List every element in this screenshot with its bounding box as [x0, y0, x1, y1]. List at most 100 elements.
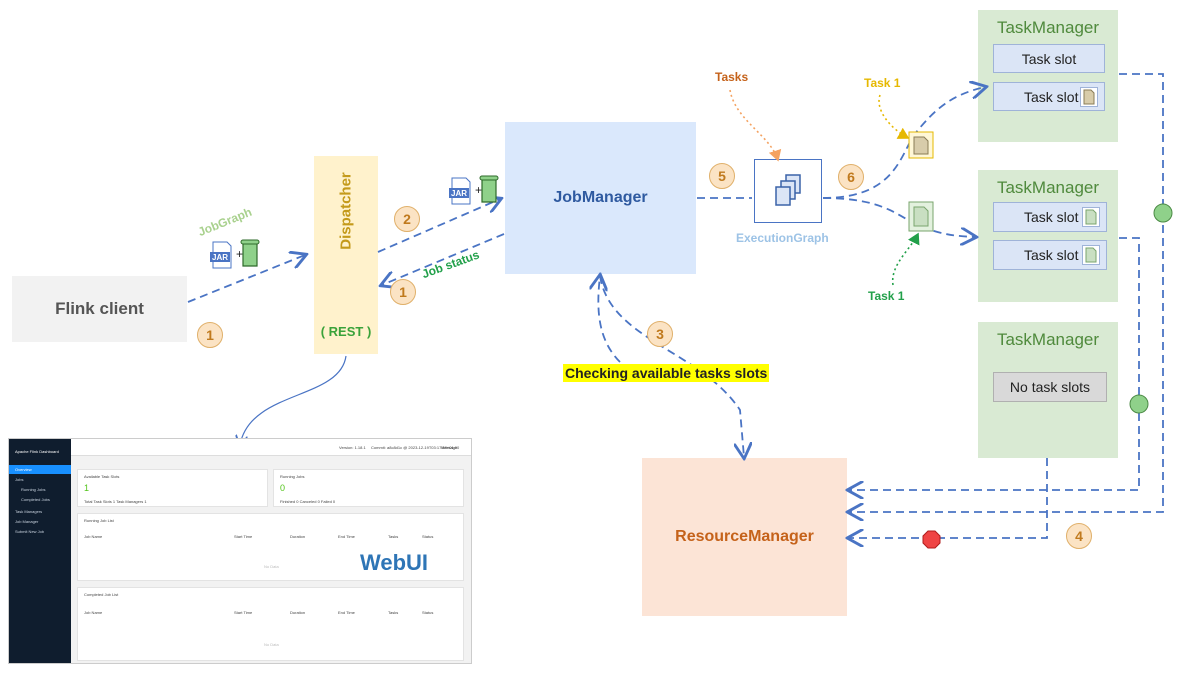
taskmanager-2-slot-1: Task slot — [993, 202, 1107, 232]
arrow-dispatcher-to-jobmanager — [377, 199, 500, 253]
checking-slots-label: Checking available tasks slots — [563, 364, 770, 382]
tasks-label: Tasks — [715, 70, 749, 84]
slot-label: No task slots — [1009, 379, 1091, 395]
webui-nav-submit-job: Submit New Job — [15, 529, 45, 534]
arrow-tm3-to-rm — [849, 458, 1048, 538]
webui-no-data: No Data — [264, 642, 279, 647]
task1-top-label: Task 1 — [864, 76, 901, 90]
webui-running-jobs-card: Running Jobs 0 Finished 0 Canceled 0 Fai… — [273, 469, 464, 507]
step-badge-5: 5 — [709, 163, 735, 189]
heartbeat-circle-2 — [1129, 394, 1149, 414]
task-document-icon — [1080, 87, 1098, 107]
resourcemanager-label: ResourceManager — [675, 528, 814, 545]
jar-jobgraph-icon-right: JAR + — [449, 175, 499, 205]
taskmanager-2: TaskManager Task slot Task slot — [978, 170, 1118, 302]
webui-nav-job-manager: Job Manager — [15, 519, 39, 524]
stacked-documents-icon — [775, 174, 801, 206]
taskmanager-3: TaskManager No task slots — [978, 322, 1118, 458]
webui-running-jobs-footer: Finished 0 Canceled 0 Failed 0 — [280, 499, 336, 504]
arrow-tm1-to-rm — [849, 73, 1164, 512]
webui-commit: Commit: a8c8d1c @ 2023-12-19T03:17:58+01… — [371, 445, 460, 450]
flink-client-box: Flink client — [12, 276, 187, 342]
step-badge-4: 4 — [1066, 523, 1092, 549]
task-document-icon — [1082, 245, 1100, 265]
execution-graph-icon — [754, 159, 822, 223]
webui-message: Message — [441, 445, 458, 450]
taskmanager-2-slot-2: Task slot — [993, 240, 1107, 270]
webui-col-tasks: Tasks — [388, 610, 399, 615]
task-document-icon — [1082, 207, 1100, 227]
floating-task-doc-yellow — [908, 131, 934, 159]
webui-nav-running-jobs: Running Jobs — [21, 487, 46, 492]
webui-sidebar: Apache Flink Dashboard Overview Jobs Run… — [9, 439, 71, 663]
arrow-jm-rm-bidirectional — [599, 275, 744, 457]
dispatcher-rest-label: ( REST ) — [320, 324, 372, 339]
webui-available-slots-card: Available Task Slots 1 Total Task Slots … — [77, 469, 268, 507]
arrow-tm2-to-rm — [849, 237, 1140, 490]
webui-col-job-name: Job Name — [84, 534, 103, 539]
step-badge-6: 6 — [838, 164, 864, 190]
webui-nav-overview: Overview — [9, 465, 71, 474]
webui-nav-task-managers: Task Managers — [15, 509, 43, 514]
taskmanager-3-no-slots: No task slots — [993, 372, 1107, 402]
jobmanager-box: JobManager — [505, 122, 696, 274]
taskmanager-1-slot-1: Task slot — [993, 44, 1105, 73]
resourcemanager-box: ResourceManager — [642, 458, 847, 616]
step-badge-1b: 1 — [390, 279, 416, 305]
taskmanager-1-slot-2: Task slot — [993, 82, 1105, 111]
webui-col-job-name: Job Name — [84, 610, 103, 615]
webui-nav-jobs: Jobs — [15, 477, 24, 482]
webui-topbar: Version: 1.18.1 Commit: a8c8d1c @ 2023-1… — [71, 439, 471, 456]
webui-available-slots-title: Available Task Slots — [84, 474, 120, 479]
webui-col-duration: Duration — [290, 610, 306, 615]
dispatcher-box: Dispatcher ( REST ) — [314, 156, 378, 354]
flink-client-label: Flink client — [55, 299, 144, 318]
arrow-job-status — [382, 233, 505, 285]
slot-label: Task slot — [1024, 88, 1079, 105]
webui-version: Version: 1.18.1 — [339, 445, 366, 450]
stop-octagon — [922, 530, 941, 549]
svg-text:+: + — [475, 183, 482, 197]
step-badge-3: 3 — [647, 321, 673, 347]
webui-available-slots-footer: Total Task Slots 1 Task Managers 1 — [84, 499, 147, 504]
step-badge-1a: 1 — [197, 322, 223, 348]
webui-running-jobs-value: 0 — [280, 483, 286, 493]
webui-nav-completed-jobs: Completed Jobs — [21, 497, 50, 502]
webui-col-tasks: Tasks — [388, 534, 399, 539]
webui-watermark: WebUI — [360, 550, 429, 575]
webui-completed-list-title: Completed Job List — [84, 592, 119, 597]
taskmanager-1: TaskManager Task slot Task slot — [978, 10, 1118, 142]
webui-no-data: No Data — [264, 564, 279, 569]
webui-brand: Apache Flink Dashboard — [15, 449, 59, 454]
step-badge-2: 2 — [394, 206, 420, 232]
taskmanager-3-title: TaskManager — [996, 330, 1100, 349]
webui-col-end-time: End Time — [338, 610, 355, 615]
webui-col-status: Status — [422, 534, 434, 539]
webui-col-end-time: End Time — [338, 534, 355, 539]
svg-text:JAR: JAR — [212, 253, 228, 262]
webui-running-jobs-title: Running Jobs — [280, 474, 305, 479]
webui-col-duration: Duration — [290, 534, 306, 539]
arrow-client-to-dispatcher — [187, 255, 305, 303]
svg-text:+: + — [236, 247, 243, 261]
slot-label: Task slot — [1024, 209, 1079, 225]
slot-label: Task slot — [1024, 247, 1079, 263]
task1-bottom-label: Task 1 — [868, 289, 905, 303]
webui-completed-job-list: Completed Job List Job Name Start Time D… — [77, 587, 464, 661]
slot-label: Task slot — [1021, 50, 1077, 67]
webui-running-list-title: Running Job List — [84, 518, 114, 523]
jobmanager-label: JobManager — [553, 189, 648, 206]
svg-text:JAR: JAR — [451, 189, 467, 198]
webui-available-slots-value: 1 — [84, 483, 90, 493]
execution-graph-label: ExecutionGraph — [736, 231, 829, 245]
webui-running-job-list: Running Job List Job Name Start Time Dur… — [77, 513, 464, 581]
webui-screenshot: Apache Flink Dashboard Overview Jobs Run… — [8, 438, 472, 664]
webui-col-start-time: Start Time — [234, 534, 253, 539]
webui-col-status: Status — [422, 610, 434, 615]
arrow-exec-to-tm2 — [822, 197, 975, 237]
webui-col-start-time: Start Time — [234, 610, 253, 615]
jar-jobgraph-icon-left: JAR + — [210, 239, 260, 269]
heartbeat-circle-1 — [1153, 203, 1173, 223]
taskmanager-1-title: TaskManager — [996, 18, 1100, 37]
